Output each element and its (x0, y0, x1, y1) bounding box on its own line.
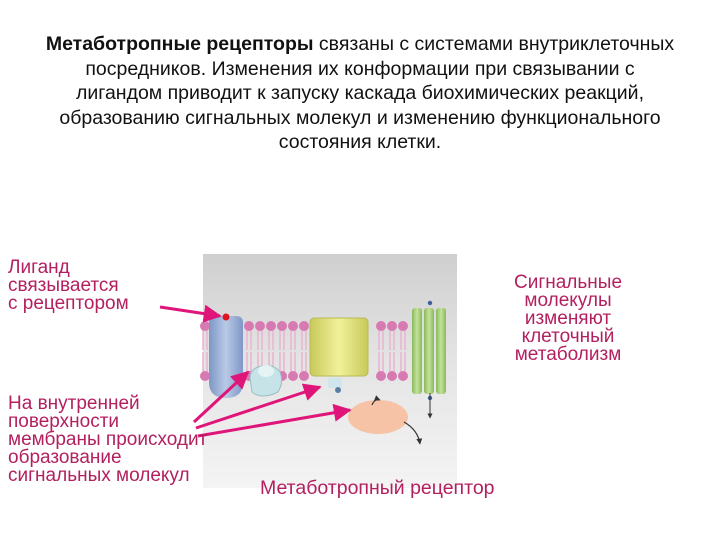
caption-line: клеточный (521, 326, 615, 347)
lipid-head (376, 371, 386, 381)
lipid-head (387, 321, 397, 331)
lipid-head (266, 321, 276, 331)
ligand-arrow (159, 304, 222, 323)
caption-line: метаболизм (514, 344, 622, 365)
lipid-head (200, 371, 210, 381)
intro-text: Метаботропные рецепторы связаны с систем… (40, 32, 680, 155)
caption-line: изменяют (524, 308, 612, 329)
ion-channel (309, 317, 369, 393)
lipid-head (376, 321, 386, 331)
lipid-head (255, 321, 265, 331)
lipid-head (277, 321, 287, 331)
caption-line: Лиганд (8, 257, 70, 278)
lipid-tail (202, 330, 208, 350)
lipid-tail (378, 330, 384, 350)
lipid-head (398, 321, 408, 331)
lipid-head (299, 371, 309, 381)
lipid-head (288, 371, 298, 381)
caption-inner-surface: На внутренней поверхности мембраны проис… (8, 393, 208, 486)
inner-arrow-1 (192, 370, 250, 424)
metabotropic-receptor (209, 313, 243, 398)
caption-line: сигнальных молекул (8, 465, 190, 486)
lipid-tail (257, 330, 263, 350)
lipid-head (299, 321, 309, 331)
lipid-tail (279, 330, 285, 350)
lipid-tail (246, 352, 252, 372)
lipid-head (288, 321, 298, 331)
caption-line: связывается (8, 275, 119, 296)
transporter (412, 300, 446, 419)
lipid-tail (301, 352, 307, 372)
caption-line: поверхности (8, 411, 120, 432)
lipid-tail (268, 330, 274, 350)
lipid-tail (202, 352, 208, 372)
caption-line: мембраны происходит (8, 429, 208, 450)
lipid-tail (246, 330, 252, 350)
effector-enzyme (348, 395, 423, 445)
inner-arrow-2 (195, 383, 322, 430)
caption-line: с рецептором (8, 293, 129, 314)
caption-line: молекулы (524, 290, 612, 311)
lipid-tail (290, 352, 296, 372)
inner-arrow-3 (197, 403, 352, 438)
caption-ligand: Лиганд связывается с рецептором (8, 257, 129, 314)
caption-signal-molecules: Сигнальные молекулы изменяют клеточный м… (488, 272, 648, 365)
lipid-tail (290, 330, 296, 350)
caption-metabotropic-receptor: Метаботропный рецептор (260, 477, 495, 499)
lipid-head (387, 371, 397, 381)
lipid-tail (400, 352, 406, 372)
caption-line: На внутренней (8, 393, 140, 414)
intro-bold-term: Метаботропные рецепторы (45, 33, 314, 55)
lipid-tail (279, 352, 285, 372)
caption-line: образование (8, 447, 122, 468)
ligand-dot (222, 313, 230, 321)
lipid-tail (301, 330, 307, 350)
lipid-tail (389, 352, 395, 372)
lipid-tail (389, 330, 395, 350)
lipid-tail (400, 330, 406, 350)
caption-line: Сигнальные (513, 272, 623, 293)
intro-rest: связаны с системами внутриклеточных поср… (59, 33, 675, 153)
lipid-tail (378, 352, 384, 372)
lipid-bilayer (200, 321, 408, 381)
lipid-head (200, 321, 210, 331)
g-protein (249, 365, 283, 397)
lipid-head (244, 321, 254, 331)
lipid-head (398, 371, 408, 381)
